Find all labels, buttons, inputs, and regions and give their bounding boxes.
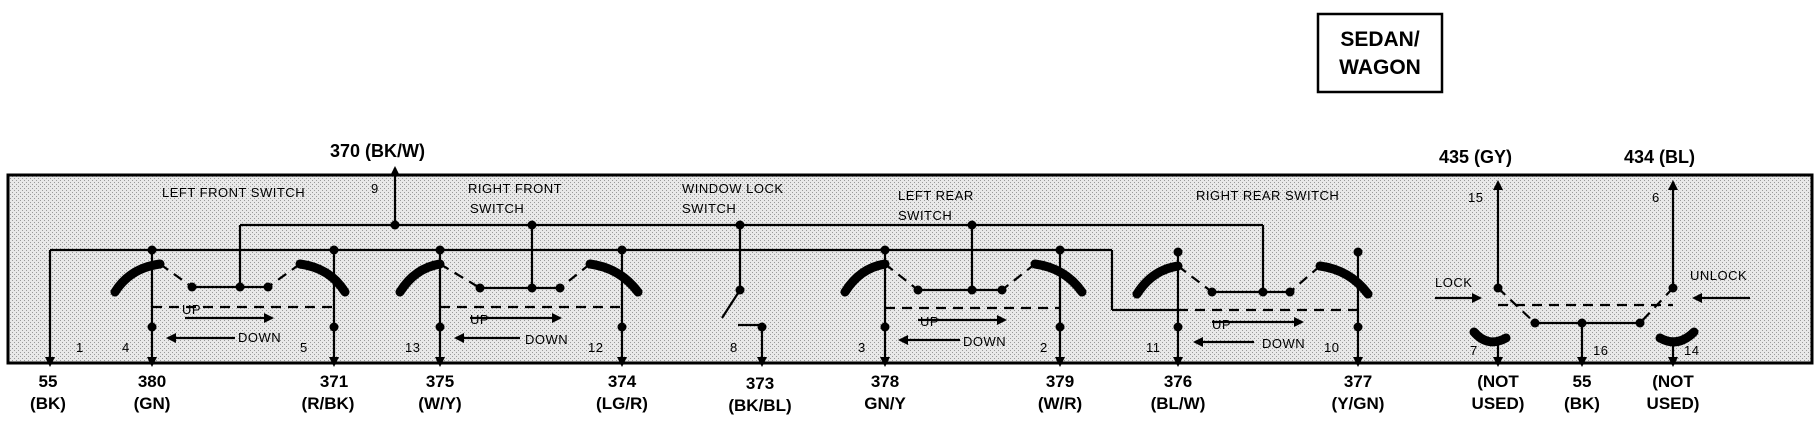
common-bus [238, 220, 1265, 290]
label-down-lr: DOWN [963, 334, 1006, 349]
wire-371-number: 371 [320, 372, 348, 391]
label-lock: LOCK [1435, 275, 1472, 290]
label-left-rear-2: SWITCH [898, 208, 952, 223]
pin-14: 14 [1684, 343, 1699, 358]
label-window-lock-2: SWITCH [682, 201, 736, 216]
wire-label-370: 370 (BK/W) [330, 141, 425, 161]
label-right-rear-switch: RIGHT REAR SWITCH [1196, 188, 1339, 203]
window-lock-switch [721, 285, 767, 367]
left-front-switch [110, 245, 350, 367]
label-up-rf: UP [470, 312, 489, 327]
wire-380-color: (GN) [134, 394, 171, 413]
wire-377-number: 377 [1344, 372, 1372, 391]
wire-376-color: (BL/W) [1151, 394, 1206, 413]
wire-373-number: 373 [746, 374, 774, 393]
right-rear-switch [1110, 247, 1373, 367]
label-window-lock-1: WINDOW LOCK [682, 181, 784, 196]
wire-pin7-line1: (NOT [1477, 372, 1519, 391]
pin-3: 3 [858, 340, 866, 355]
header-line-1: SEDAN/ [1340, 28, 1420, 51]
pin-2: 2 [1040, 340, 1048, 355]
bottom-wire-labels: 55 (BK) 380 (GN) 371 (R/BK) 375 (W/Y) 37… [30, 372, 1699, 415]
wire-373-color: (BK/BL) [728, 396, 791, 415]
label-right-front-2: SWITCH [470, 201, 524, 216]
wire-label-434: 434 (BL) [1624, 147, 1695, 167]
pin-9: 9 [371, 181, 379, 196]
wire-378-color: GN/Y [864, 394, 906, 413]
wire-376-number: 376 [1164, 372, 1192, 391]
pin-5: 5 [300, 340, 308, 355]
wire-379-color: (W/R) [1038, 394, 1082, 413]
left-rear-switch [840, 245, 1087, 367]
wire-375-number: 375 [426, 372, 454, 391]
label-unlock: UNLOCK [1690, 268, 1747, 283]
wire-380-number: 380 [138, 372, 166, 391]
pin-11: 11 [1146, 340, 1161, 355]
wire-374-number: 374 [608, 372, 637, 391]
label-down-rr: DOWN [1262, 336, 1305, 351]
pin-1: 1 [76, 340, 84, 355]
wire-379-number: 379 [1046, 372, 1074, 391]
header-line-2: WAGON [1339, 56, 1421, 79]
right-front-switch [395, 245, 643, 367]
sedan-wagon-box: SEDAN/ WAGON [1316, 12, 1444, 94]
wire-55-a-color: (BK) [30, 394, 66, 413]
label-up-lr: UP [920, 314, 939, 329]
label-up-lf: UP [182, 302, 201, 317]
label-left-front-switch: LEFT FRONT SWITCH [162, 185, 305, 200]
label-down-lf: DOWN [238, 330, 281, 345]
pin-12: 12 [588, 340, 603, 355]
wire-pin14-line1: (NOT [1652, 372, 1694, 391]
pin-16: 16 [1593, 343, 1608, 358]
pin-13: 13 [405, 340, 420, 355]
pin-7: 7 [1470, 343, 1478, 358]
wire-371-color: (R/BK) [302, 394, 355, 413]
pin-10: 10 [1324, 340, 1339, 355]
wire-377-color: (Y/GN) [1332, 394, 1385, 413]
pin-4: 4 [122, 340, 130, 355]
wire-375-color: (W/Y) [418, 394, 461, 413]
ground-wire-loop [45, 248, 1112, 367]
wire-55-b-color: (BK) [1564, 394, 1600, 413]
wire-55-b-number: 55 [1573, 372, 1592, 391]
label-up-rr: UP [1212, 317, 1231, 332]
pin-15: 15 [1468, 190, 1483, 205]
label-right-front-1: RIGHT FRONT [468, 181, 562, 196]
wire-pin14-line2: USED) [1647, 394, 1700, 413]
pin-8: 8 [730, 340, 738, 355]
wire-label-435: 435 (GY) [1439, 147, 1512, 167]
wire-pin7-line2: USED) [1472, 394, 1525, 413]
wire-55-a-number: 55 [39, 372, 58, 391]
label-down-rf: DOWN [525, 332, 568, 347]
wire-374-color: (LG/R) [596, 394, 648, 413]
wire-378-number: 378 [871, 372, 899, 391]
pin-6: 6 [1652, 190, 1660, 205]
label-left-rear-1: LEFT REAR [898, 188, 974, 203]
door-lock-switch [1435, 283, 1750, 367]
